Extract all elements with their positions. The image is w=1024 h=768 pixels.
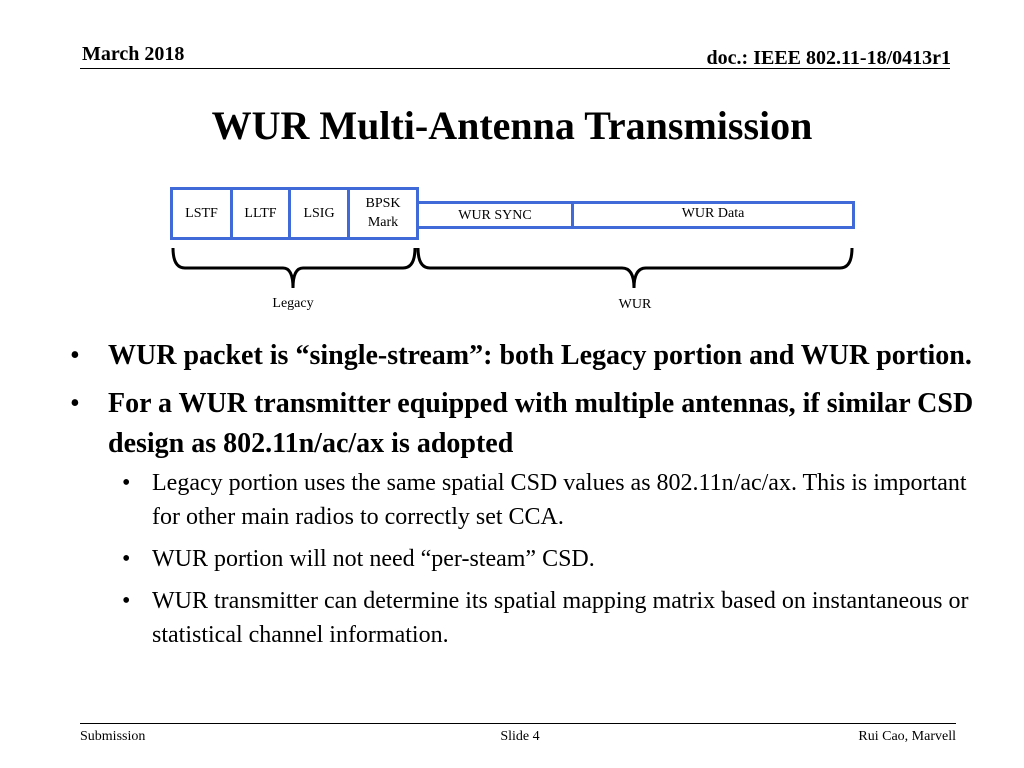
sub-bullet-list: Legacy portion uses the same spatial CSD… (108, 466, 978, 652)
sub-bullet-text: Legacy portion uses the same spatial CSD… (152, 470, 967, 530)
header-divider (80, 68, 950, 69)
field-mark-label: Mark (367, 215, 399, 230)
field-lsig: LSIG (288, 187, 350, 240)
packet-diagram: LSTF LLTF LSIG BPSK Mark WUR SYNC WUR Da… (0, 0, 1024, 330)
field-bpsk-mark: BPSK Mark (347, 187, 419, 240)
sub-bullet-item: WUR portion will not need “per-steam” CS… (108, 542, 978, 576)
sub-bullet-text: WUR transmitter can determine its spatia… (152, 588, 969, 648)
bullet-text: WUR packet is “single-stream”: both Lega… (108, 340, 972, 371)
header-doc-id: doc.: IEEE 802.11-18/0413r1 (706, 47, 951, 69)
bullet-item: For a WUR transmitter equipped with mult… (70, 384, 978, 652)
footer-slide-number: Slide 4 (500, 729, 540, 744)
bullet-text: For a WUR transmitter equipped with mult… (108, 388, 974, 459)
field-wur-data: WUR Data (571, 201, 855, 229)
wur-label: WUR (618, 297, 652, 312)
field-lltf-label: LLTF (244, 206, 277, 221)
footer-author: Rui Cao, Marvell (858, 729, 956, 744)
field-lsig-label: LSIG (303, 205, 335, 221)
header-date: March 2018 (82, 43, 185, 65)
field-wur-sync-label: WUR SYNC (458, 208, 532, 223)
sub-bullet-item: Legacy portion uses the same spatial CSD… (108, 466, 978, 534)
sub-bullet-item: WUR transmitter can determine its spatia… (108, 584, 978, 652)
field-wur-sync: WUR SYNC (416, 201, 574, 229)
bullet-item: WUR packet is “single-stream”: both Lega… (70, 336, 978, 376)
footer-submission: Submission (80, 729, 146, 744)
bullet-list: WUR packet is “single-stream”: both Lega… (70, 336, 978, 660)
wur-brace (416, 247, 854, 289)
field-lstf-label: LSTF (185, 205, 218, 221)
footer-divider (80, 723, 956, 724)
field-bpsk-label: BPSK (365, 196, 401, 211)
sub-bullet-text: WUR portion will not need “per-steam” CS… (152, 546, 595, 572)
legacy-label: Legacy (272, 296, 314, 311)
field-wur-data-label: WUR Data (681, 206, 745, 221)
field-lstf: LSTF (170, 187, 233, 240)
slide-title: WUR Multi-Antenna Transmission (211, 103, 813, 148)
field-lltf: LLTF (230, 187, 291, 240)
legacy-brace (171, 247, 417, 289)
